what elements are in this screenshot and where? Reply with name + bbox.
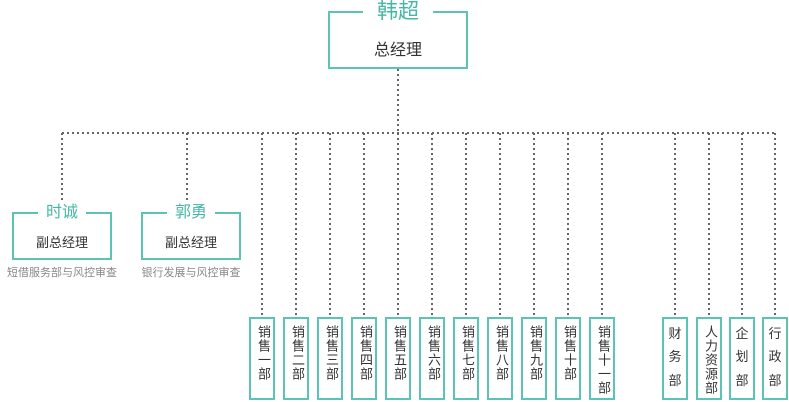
dept-box-sales-2: 销售二部	[283, 317, 309, 400]
dept-label-char: 财	[668, 326, 682, 342]
vp-title: 副总经理	[164, 236, 217, 251]
dept-box-sales-7: 销售七部	[453, 317, 479, 400]
dept-label-char: 划	[735, 350, 749, 366]
dept-label: 销售二部	[289, 325, 304, 381]
dept-label: 销售十一部	[595, 325, 610, 395]
dept-label-char: 部	[768, 374, 782, 390]
dept-label: 销售六部	[425, 325, 440, 381]
dept-box-sales-8: 销售八部	[487, 317, 513, 400]
ceo-name: 韩超	[363, 0, 433, 23]
dept-label: 销售四部	[357, 325, 372, 381]
dept-box-sales-9: 销售九部	[521, 317, 547, 400]
dept-label-char: 企	[735, 326, 749, 342]
dept-box-hr: 人力资源部	[696, 317, 722, 400]
dept-box-finance: 财务部	[662, 317, 688, 400]
dept-box-sales-3: 销售三部	[317, 317, 343, 400]
vp-name: 郭勇	[166, 203, 216, 221]
dept-label-char: 务	[668, 350, 682, 366]
vp-name: 时诚	[37, 203, 87, 221]
dept-label: 销售五部	[391, 325, 406, 381]
dept-label: 人力资源部	[702, 325, 717, 395]
dept-box-sales-6: 销售六部	[419, 317, 445, 400]
dept-box-sales-1: 销售一部	[249, 317, 275, 400]
dept-box-sales-5: 销售五部	[385, 317, 411, 400]
ceo-card: 韩超 总经理	[328, 0, 468, 69]
vp-scope: 银行发展与风控审查	[141, 266, 241, 279]
dept-label: 销售七部	[459, 325, 474, 381]
dept-box-planning: 企划部	[729, 317, 755, 400]
ceo-title: 总经理	[373, 40, 422, 59]
vp-card-2: 郭勇 副总经理	[141, 203, 241, 260]
vp-title: 副总经理	[35, 236, 88, 251]
dept-label: 销售三部	[323, 325, 338, 381]
dept-box-admin: 行政部	[762, 317, 788, 400]
dept-label: 销售九部	[527, 325, 542, 381]
dept-label-char: 部	[735, 374, 749, 390]
dept-label: 销售十部	[561, 325, 576, 381]
dept-box-sales-11: 销售十一部	[589, 317, 615, 400]
vp-card-1: 时诚 副总经理	[12, 203, 112, 260]
dept-label-char: 部	[668, 374, 682, 390]
vp-scope: 短借服务部与风控审查	[7, 266, 117, 279]
dept-label: 销售一部	[255, 325, 270, 381]
dept-box-sales-4: 销售四部	[351, 317, 377, 400]
dept-label: 销售八部	[493, 325, 508, 381]
dept-label-char: 政	[768, 350, 782, 366]
dept-box-sales-10: 销售十部	[555, 317, 581, 400]
dept-label-char: 行	[768, 326, 782, 342]
